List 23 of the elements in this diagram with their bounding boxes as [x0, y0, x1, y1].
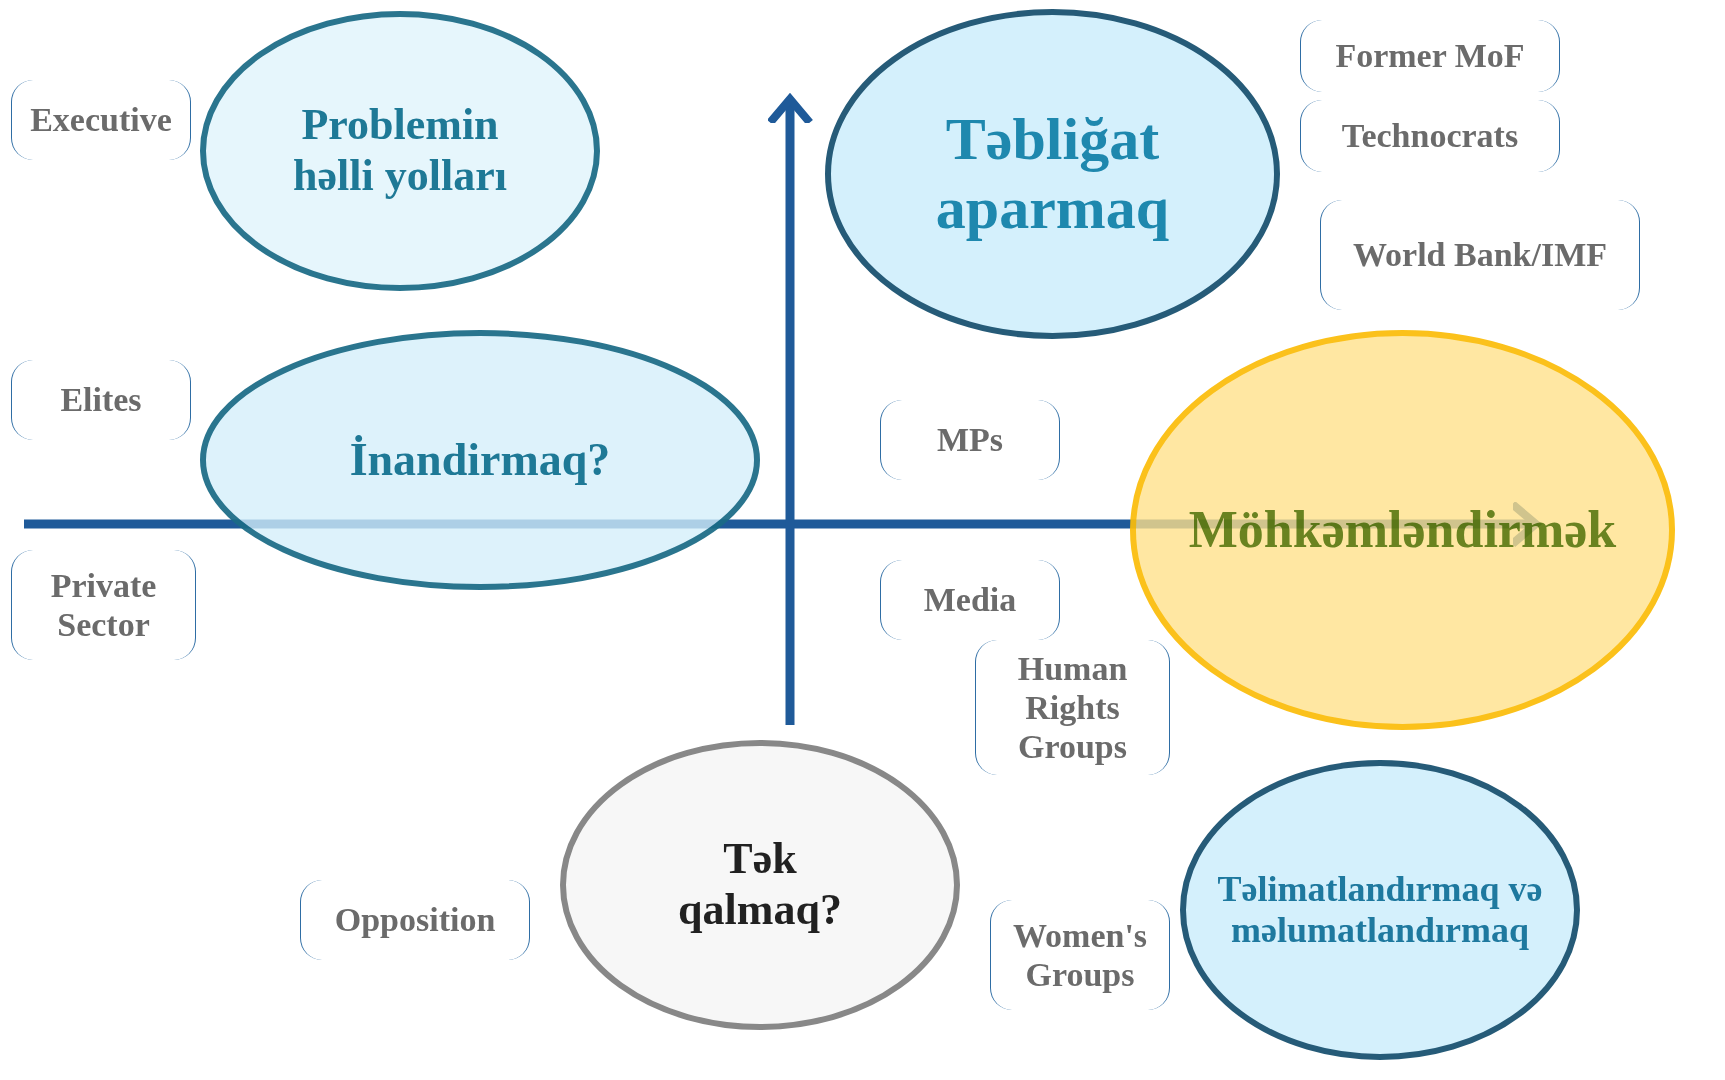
node-label: Tək qalmaq?	[677, 834, 843, 936]
stakeholder-label: Former MoF	[1335, 36, 1525, 76]
stakeholder-label: Private Sector	[49, 565, 158, 645]
node-label: İnandirmaq?	[349, 433, 611, 487]
stakeholder-label: Executive	[30, 100, 172, 140]
stakeholder-label: World Bank/IMF	[1352, 235, 1608, 275]
stakeholder-label: Human Rights Groups	[1016, 648, 1129, 767]
ellipse-node	[1180, 760, 1580, 1060]
ellipse-node	[1130, 330, 1675, 730]
node-label: Təbliğat aparmaq	[934, 105, 1171, 243]
stakeholder-label: Media	[923, 580, 1017, 620]
ellipse-node	[200, 11, 600, 291]
ellipse-node	[200, 330, 760, 590]
node-label: Möhkəmləndirmək	[1188, 500, 1617, 560]
stakeholder-label: Opposition	[334, 900, 496, 940]
stakeholder-label: Women's Groups	[1011, 915, 1149, 995]
stakeholder-label: Elites	[60, 380, 142, 420]
node-label: Təlimatlandırmaq və məlumatlandırmaq	[1216, 868, 1544, 952]
ellipse-node	[825, 9, 1280, 339]
stakeholder-label: MPs	[936, 420, 1004, 460]
ellipse-node	[560, 740, 960, 1030]
node-label: Problemin həlli yolları	[292, 100, 508, 202]
stakeholder-label: Technocrats	[1341, 116, 1519, 156]
